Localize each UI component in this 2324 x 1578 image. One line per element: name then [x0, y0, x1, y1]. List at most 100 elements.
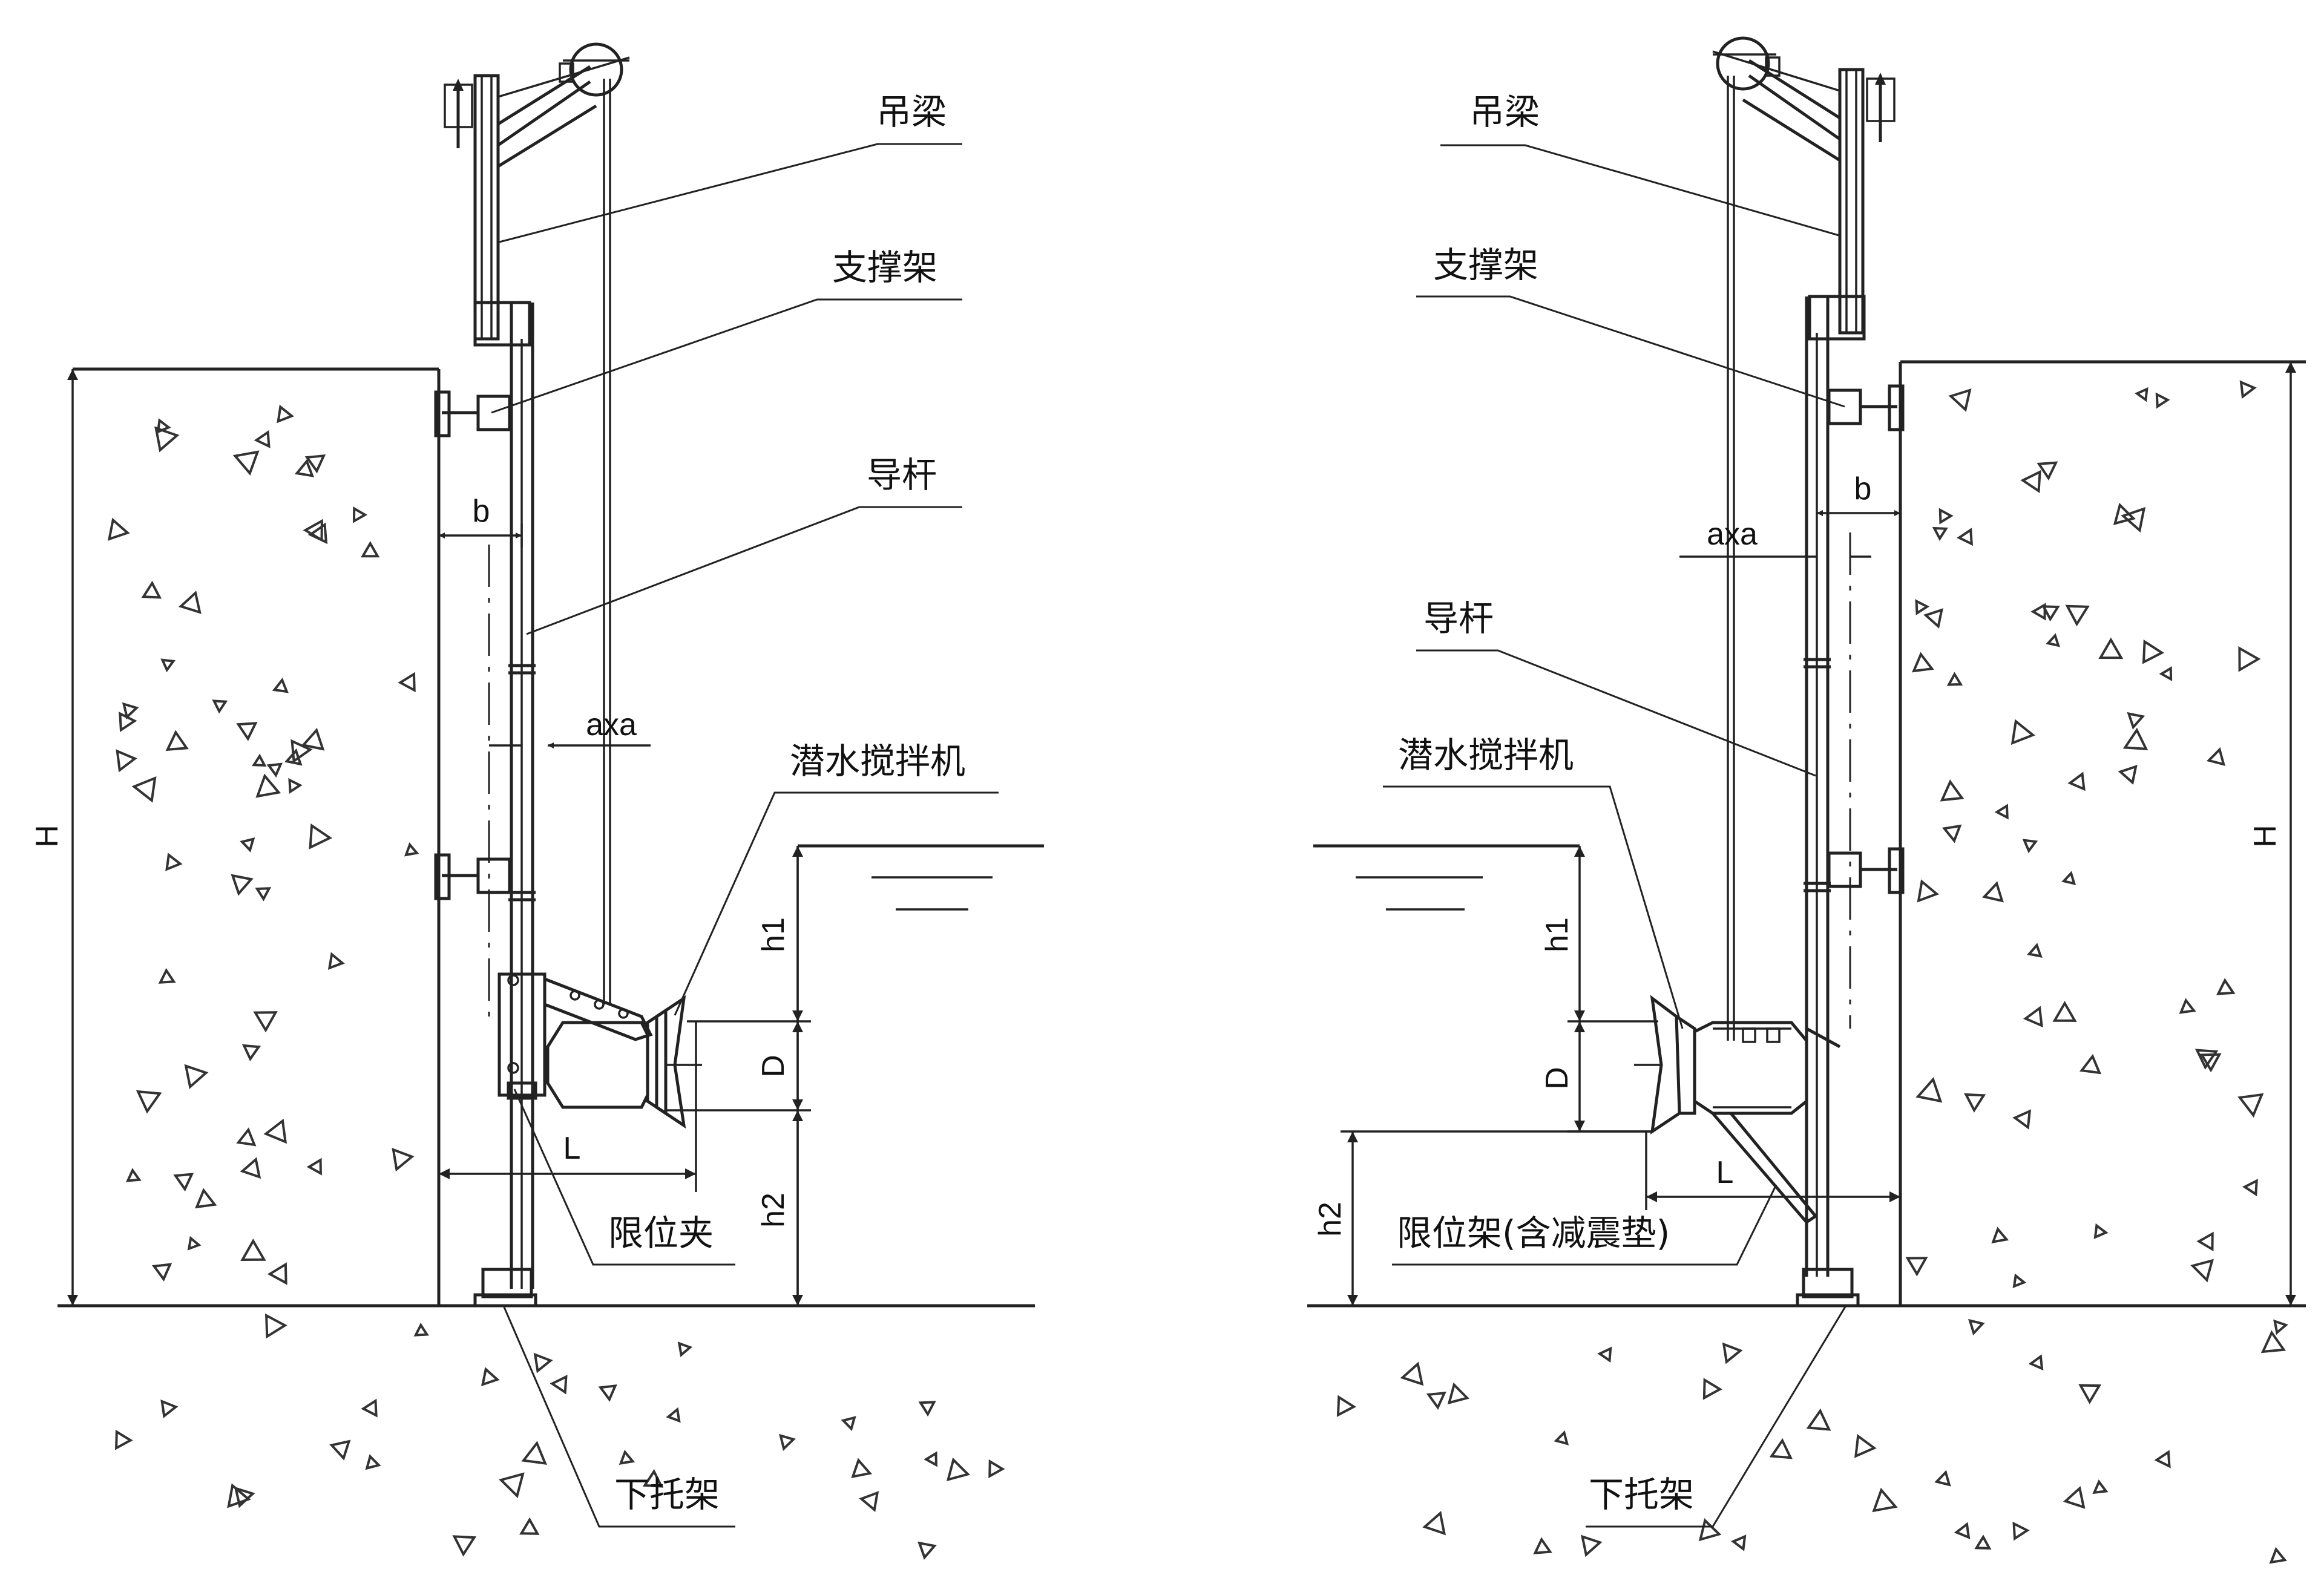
aggregate-mark: [141, 580, 162, 599]
aggregate-mark: [2154, 1450, 2171, 1468]
aggregate-mark: [236, 722, 258, 741]
aggregate-mark: [184, 1064, 209, 1089]
aggregate-mark: [550, 1375, 568, 1395]
aggregate-mark: [1968, 1318, 1985, 1336]
right-bottom-bracket: [1796, 1268, 1860, 1308]
aggregate-mark: [2199, 1053, 2222, 1073]
aggregate-mark: [361, 541, 380, 558]
left-support-bracket: [434, 390, 511, 900]
right-label-beam: 吊梁: [1469, 91, 1540, 133]
aggregate-mark: [255, 887, 272, 902]
aggregate-mark: [1554, 1430, 1569, 1445]
aggregate-mark: [481, 1367, 500, 1387]
aggregate-mark: [452, 1535, 477, 1557]
aggregate-mark: [1400, 1361, 1424, 1386]
aggregate-mark: [2242, 1179, 2258, 1197]
aggregate-mark: [413, 1322, 429, 1337]
aggregate-mark: [119, 712, 137, 732]
aggregate-mark: [329, 1439, 351, 1461]
aggregate-mark: [1915, 599, 1930, 615]
aggregate-mark: [125, 1168, 142, 1182]
aggregate-mark: [404, 842, 419, 857]
aggregate-mark: [519, 1517, 540, 1535]
aggregate-mark: [131, 776, 157, 803]
aggregate-mark: [1905, 1257, 1928, 1277]
aggregate-mark: [924, 1451, 937, 1467]
aggregate-mark: [236, 1127, 257, 1147]
right-label-bottom-bracket: 下托架: [1589, 1474, 1694, 1515]
right-crane-beam: [1712, 36, 1896, 341]
aggregate-mark: [277, 404, 295, 424]
aggregate-mark: [1533, 1537, 1552, 1554]
aggregate-mark: [2113, 502, 2136, 525]
aggregate-mark: [533, 1352, 553, 1373]
left-dim-h1: h1: [756, 917, 791, 952]
aggregate-mark: [2012, 1109, 2032, 1130]
aggregate-mark: [1426, 1391, 1446, 1410]
left-label-support: 支撑架: [832, 247, 937, 288]
aggregate-mark: [2012, 1273, 2027, 1289]
aggregate-mark: [2179, 998, 2196, 1014]
aggregate-mark: [255, 773, 281, 798]
aggregate-mark: [2127, 712, 2145, 730]
aggregate-mark: [1946, 672, 1963, 686]
aggregate-mark: [156, 418, 171, 434]
aggregate-mark: [160, 1399, 179, 1419]
aggregate-mark: [851, 1458, 873, 1479]
aggregate-mark: [2023, 1006, 2043, 1028]
aggregate-mark: [2273, 1319, 2288, 1335]
right-dim-b: b: [1854, 471, 1872, 506]
aggregate-mark: [2194, 1049, 2219, 1070]
aggregate-mark: [1964, 1093, 1986, 1113]
left-label-bottom-bracket: 下托架: [614, 1474, 720, 1515]
aggregate-mark: [642, 1468, 664, 1488]
left-callouts: 吊梁 支撑架 导杆 潜水搅拌机 限位夹 下托架: [491, 91, 999, 1528]
aggregate-mark: [988, 1459, 1005, 1479]
aggregate-mark: [2063, 1485, 2086, 1509]
aggregate-mark: [499, 1472, 525, 1499]
aggregate-mark: [252, 753, 267, 767]
aggregate-mark: [1722, 1342, 1743, 1364]
aggregate-mark: [2190, 1259, 2214, 1283]
aggregate-mark: [240, 1239, 266, 1262]
aggregate-mark: [2011, 719, 2035, 745]
left-crane-beam: [444, 42, 630, 347]
left-concrete-wall: [73, 367, 441, 1306]
aggregate-mark: [290, 739, 313, 764]
aggregate-mark: [2135, 387, 2148, 402]
left-water-surface: [798, 844, 1044, 911]
right-guide-rod: [1727, 76, 1851, 1277]
aggregate-mark: [160, 658, 176, 673]
aggregate-mark: [2020, 470, 2041, 493]
left-label-mixer: 潜水搅拌机: [790, 741, 965, 782]
aggregate-mark: [178, 591, 202, 614]
aggregate-mark: [301, 727, 325, 751]
aggregate-mark: [2159, 666, 2173, 681]
aggregate-mark: [327, 952, 345, 970]
aggregate-mark: [151, 1263, 172, 1282]
aggregate-mark: [241, 1044, 261, 1062]
aggregate-mark: [2155, 392, 2170, 409]
aggregate-mark: [158, 967, 176, 984]
aggregate-mark: [212, 699, 228, 714]
left-label-guide-rod: 导杆: [867, 454, 937, 496]
aggregate-mark: [1447, 1382, 1470, 1405]
aggregate-mark: [1923, 608, 1943, 629]
aggregate-mark: [2216, 978, 2236, 995]
left-dim-axa: axa: [586, 707, 637, 742]
aggregate-mark: [352, 506, 368, 523]
left-dim-L: L: [563, 1131, 581, 1166]
right-water-surface: [1313, 844, 1580, 911]
aggregate-mark: [2092, 1479, 2109, 1495]
aggregate-mark: [2079, 1053, 2102, 1075]
aggregate-mark: [1934, 1470, 1951, 1487]
aggregate-mark: [1981, 881, 2004, 903]
aggregate-mark: [619, 1449, 635, 1465]
aggregate-mark: [294, 459, 315, 477]
aggregate-mark: [2239, 380, 2257, 399]
right-label-limit-frame: 限位架(含减震垫): [1397, 1213, 1670, 1254]
aggregate-mark: [841, 1416, 856, 1432]
aggregate-mark: [1940, 779, 1965, 802]
left-installation: H b axa h1 D h2 L 吊梁: [30, 42, 1044, 1560]
aggregate-mark: [398, 672, 416, 693]
